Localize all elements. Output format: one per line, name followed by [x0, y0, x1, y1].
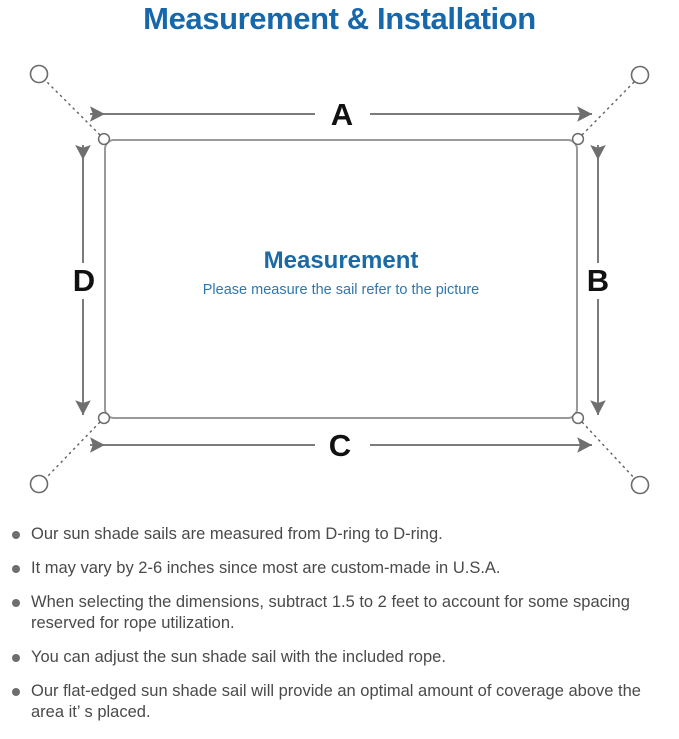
list-item-text: Our flat-edged sun shade sail will provi… — [31, 682, 641, 721]
list-item-text: It may vary by 2-6 inches since most are… — [31, 559, 501, 577]
rope-line-bottom-right — [581, 421, 637, 481]
bottom-left-anchor-ring — [29, 474, 49, 494]
dimension-label-a: A — [331, 97, 353, 132]
bullet-dot-icon — [12, 565, 20, 573]
top-right-anchor-ring — [630, 65, 650, 85]
rope-line-top-left — [43, 78, 101, 136]
diagram-center-title: Measurement — [264, 247, 419, 274]
top-left-anchor-ring — [29, 64, 49, 84]
dimension-label-b: B — [587, 263, 609, 298]
list-item: Our sun shade sails are measured from D-… — [0, 524, 679, 545]
list-item: It may vary by 2-6 inches since most are… — [0, 558, 679, 579]
top-right-d-ring — [571, 132, 585, 146]
list-item: Our flat-edged sun shade sail will provi… — [0, 681, 679, 723]
bottom-right-d-ring — [571, 411, 585, 425]
bottom-left-d-ring — [97, 411, 111, 425]
dimension-label-c: C — [329, 428, 351, 463]
list-item-text: Our sun shade sails are measured from D-… — [31, 525, 443, 543]
bullet-dot-icon — [12, 599, 20, 607]
diagram-center-subtitle: Please measure the sail refer to the pic… — [203, 282, 479, 298]
shade-sail-body — [104, 139, 578, 419]
bullet-dot-icon — [12, 531, 20, 539]
rope-line-top-right — [581, 79, 637, 136]
dimension-label-d: D — [73, 263, 95, 298]
rope-line-bottom-left — [44, 421, 101, 480]
page-title: Measurement & Installation — [143, 1, 536, 36]
bullet-dot-icon — [12, 688, 20, 696]
list-item-text: You can adjust the sun shade sail with t… — [31, 648, 446, 666]
bottom-right-anchor-ring — [630, 475, 650, 495]
measurement-diagram: A C D B Measurement Please measure the s… — [0, 46, 679, 516]
list-item-text: When selecting the dimensions, subtract … — [31, 593, 630, 632]
list-item: You can adjust the sun shade sail with t… — [0, 647, 679, 668]
bullet-dot-icon — [12, 654, 20, 662]
list-item: When selecting the dimensions, subtract … — [0, 592, 679, 634]
notes-list: Our sun shade sails are measured from D-… — [0, 524, 679, 739]
top-left-d-ring — [97, 132, 111, 146]
